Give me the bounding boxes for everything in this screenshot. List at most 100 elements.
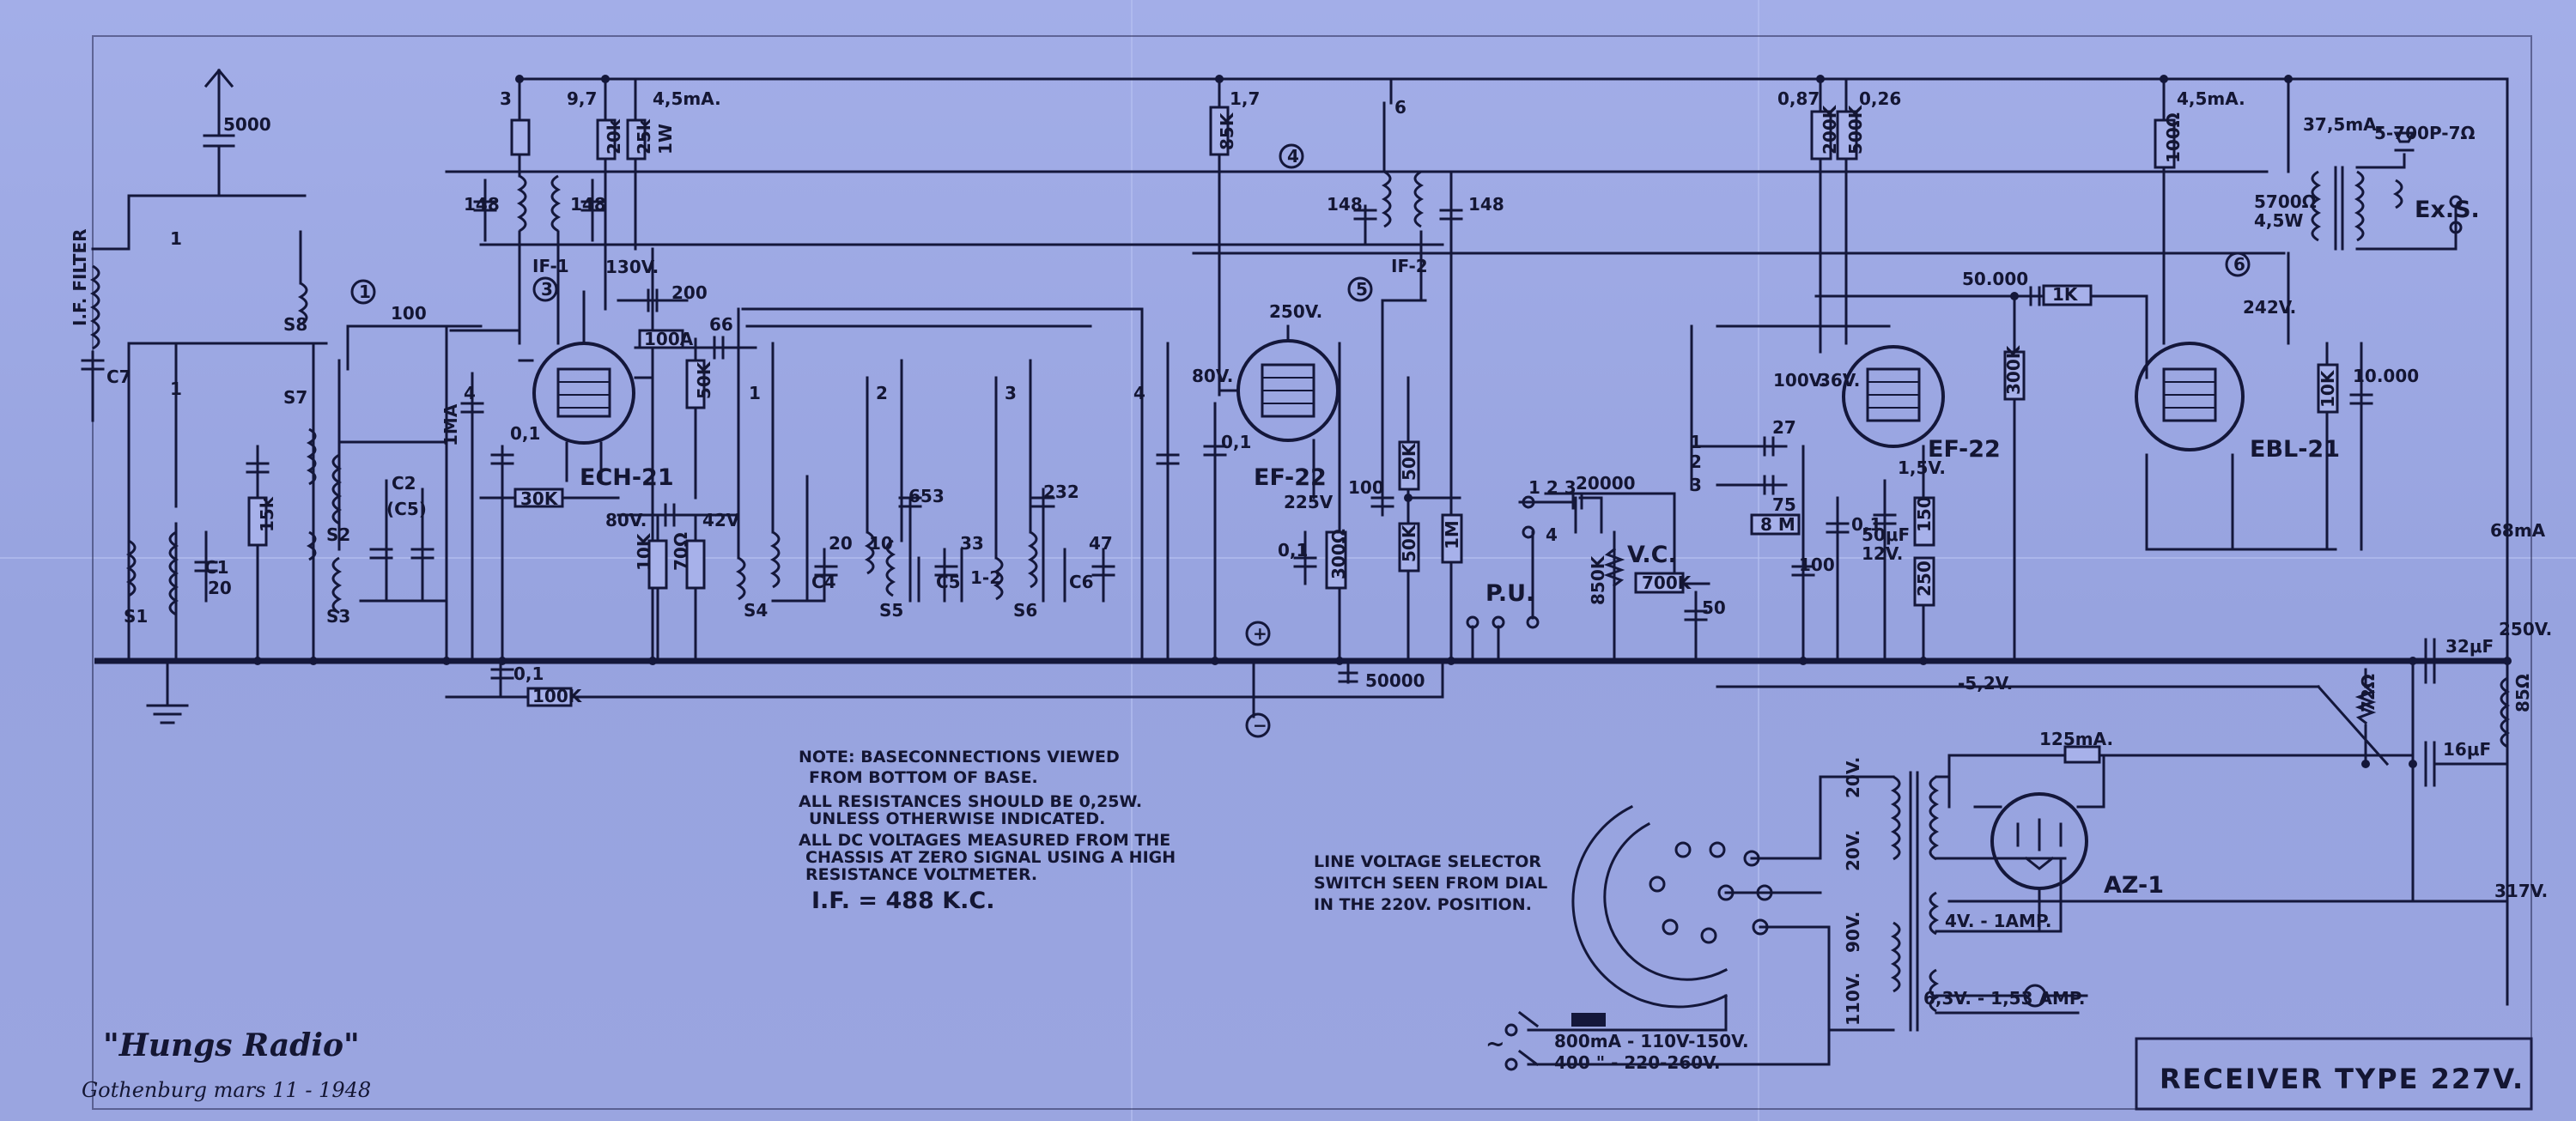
note-line-2: FROM BOTTOM OF BASE. bbox=[809, 768, 1038, 787]
label-c148a: 148 bbox=[464, 194, 500, 215]
label-1ma: 1MA bbox=[440, 403, 461, 446]
label-317v: 317V. bbox=[2494, 881, 2548, 901]
tp-6: 6 bbox=[2233, 254, 2245, 275]
label-200k: 200K bbox=[1820, 104, 1840, 155]
label-1w: 1W bbox=[655, 124, 676, 155]
resistor-15k bbox=[247, 496, 268, 547]
title-block bbox=[2135, 1037, 2533, 1111]
label-5700: 5700Ω bbox=[2254, 191, 2317, 212]
tp-5: 5 bbox=[1356, 279, 1368, 300]
agc-line bbox=[445, 659, 1444, 718]
label-top45b: 4,5mA. bbox=[2177, 88, 2245, 109]
label-50uf: 50μF bbox=[1862, 524, 1910, 545]
label-sec4: 4V. - 1AMP. bbox=[1945, 911, 2052, 931]
if-filter-coil bbox=[81, 247, 131, 422]
ef22-if-tube bbox=[1203, 77, 1347, 663]
label-300k: 300K bbox=[2003, 344, 2024, 395]
label-band1: 1 bbox=[170, 228, 182, 249]
label-c66: 66 bbox=[709, 314, 733, 335]
label-100a: 100A bbox=[644, 329, 694, 349]
signature-block: "Hungs Radio" Gothenburg mars 11 - 1948 bbox=[82, 1027, 371, 1102]
label-c10000: 10.000 bbox=[2353, 366, 2419, 386]
label-speaker: 5-700P-7Ω bbox=[2374, 123, 2476, 143]
power-filter bbox=[1716, 638, 2511, 1006]
component-labels: 5000 I.F. FILTER C7 S1 C1 20 S2 S3 S8 S7… bbox=[70, 88, 2552, 1073]
label-c50000a: 50.000 bbox=[1962, 269, 2028, 289]
label-tap20a: 20V. bbox=[1843, 757, 1863, 798]
label-500k: 500K bbox=[1845, 104, 1866, 155]
label-tap20b: 20V. bbox=[1843, 830, 1863, 871]
label-c5-bracket: (C5) bbox=[386, 499, 427, 519]
label-72ohm: 72Ω bbox=[2358, 674, 2379, 712]
tp-minus: − bbox=[1253, 715, 1267, 736]
label-s7: S7 bbox=[283, 387, 307, 408]
label-c01-bottom: 0,1 bbox=[513, 664, 544, 684]
junction-dots bbox=[253, 75, 2512, 768]
label-25k: 25k bbox=[634, 118, 654, 155]
label-c12: 1-2 bbox=[970, 567, 1001, 588]
label-sec63: 6,3V. - 1,53 AMP. bbox=[1923, 988, 2085, 1009]
label-85k: 85K bbox=[1217, 112, 1237, 150]
label-68ma: 68mA bbox=[2490, 520, 2546, 541]
label-top087: 0,87 bbox=[1777, 88, 1820, 109]
label-sw3-af: 3 bbox=[1690, 475, 1702, 495]
tube-ebl21-label: EBL-21 bbox=[2250, 436, 2340, 463]
note-line-5: ALL DC VOLTAGES MEASURED FROM THE bbox=[799, 831, 1170, 850]
label-tap90: 90V. bbox=[1843, 912, 1863, 953]
label-100k: 100K bbox=[532, 686, 583, 706]
label-15k: 15k bbox=[257, 496, 277, 532]
label-c01b: 0,1 bbox=[1221, 432, 1251, 452]
label-c200: 200 bbox=[671, 282, 708, 303]
label-c20: 20 bbox=[829, 533, 853, 554]
page-title: RECEIVER TYPE 227V. bbox=[2160, 1063, 2524, 1095]
tube-ef22-af-label: EF-22 bbox=[1928, 436, 2001, 463]
label-s6: S6 bbox=[1013, 600, 1037, 621]
label-sw2: 2 bbox=[876, 383, 888, 403]
label-85ohm: 85Ω bbox=[2512, 674, 2533, 712]
label-100v: 100V. bbox=[1773, 370, 1826, 391]
drawing-border bbox=[92, 35, 2532, 1110]
label-c100: 100 bbox=[391, 303, 427, 324]
label-10k-b: 10K bbox=[2318, 369, 2338, 408]
label-80v-b: 80V. bbox=[1192, 366, 1233, 386]
label-130v: 130V. bbox=[605, 257, 659, 277]
label-50k: 50K bbox=[694, 361, 714, 399]
rf-coils bbox=[125, 230, 483, 663]
label-c47: 47 bbox=[1089, 533, 1113, 554]
label-top17: 1,7 bbox=[1230, 88, 1260, 109]
label-band4: 4 bbox=[464, 383, 476, 403]
label-12v: 12V. bbox=[1862, 543, 1903, 564]
pickup-and-volume bbox=[1466, 492, 1710, 663]
label-c50: 50 bbox=[1702, 597, 1726, 618]
selector-note: LINE VOLTAGE SELECTOR SWITCH SEEN FROM D… bbox=[1314, 852, 1547, 914]
label-c6: C6 bbox=[1069, 572, 1094, 592]
label-if2: IF-2 bbox=[1391, 256, 1428, 276]
ef22-af-tube bbox=[1690, 77, 1977, 663]
label-15v: 1,5V. bbox=[1898, 457, 1946, 478]
label-250: 250 bbox=[1914, 560, 1935, 597]
oscillator-coils bbox=[735, 307, 1180, 663]
label-sw2-af: 2 bbox=[1690, 451, 1702, 472]
label-vc: V.C. bbox=[1627, 542, 1677, 568]
label-150: 150 bbox=[1914, 496, 1935, 532]
label-sw1: 1 bbox=[749, 383, 761, 403]
az1-rectifier bbox=[1973, 754, 2105, 933]
label-300ohm: 300Ω bbox=[1328, 529, 1349, 579]
if1-transformer bbox=[473, 77, 605, 345]
tp-1: 1 bbox=[359, 282, 371, 302]
label-42v: 42V bbox=[702, 510, 740, 530]
label-10k: 10K bbox=[634, 532, 654, 571]
label-c4: C4 bbox=[811, 572, 836, 592]
tube-names: ECH-21 EF-22 EF-22 EBL-21 AZ-1 bbox=[580, 436, 2340, 899]
note-line-1: NOTE: BASECONNECTIONS VIEWED bbox=[799, 748, 1120, 767]
if2-transformer bbox=[1353, 77, 1463, 663]
label-1k: 1K bbox=[2052, 284, 2079, 305]
label-band1b: 1 bbox=[170, 379, 182, 399]
label-50kb: 50K bbox=[1399, 524, 1419, 562]
label-c1-value: 20 bbox=[208, 578, 232, 598]
label-c33: 33 bbox=[960, 533, 984, 554]
tp-plus: + bbox=[1253, 623, 1267, 644]
antenna bbox=[127, 68, 307, 251]
label-c148b: 148 bbox=[570, 194, 606, 215]
